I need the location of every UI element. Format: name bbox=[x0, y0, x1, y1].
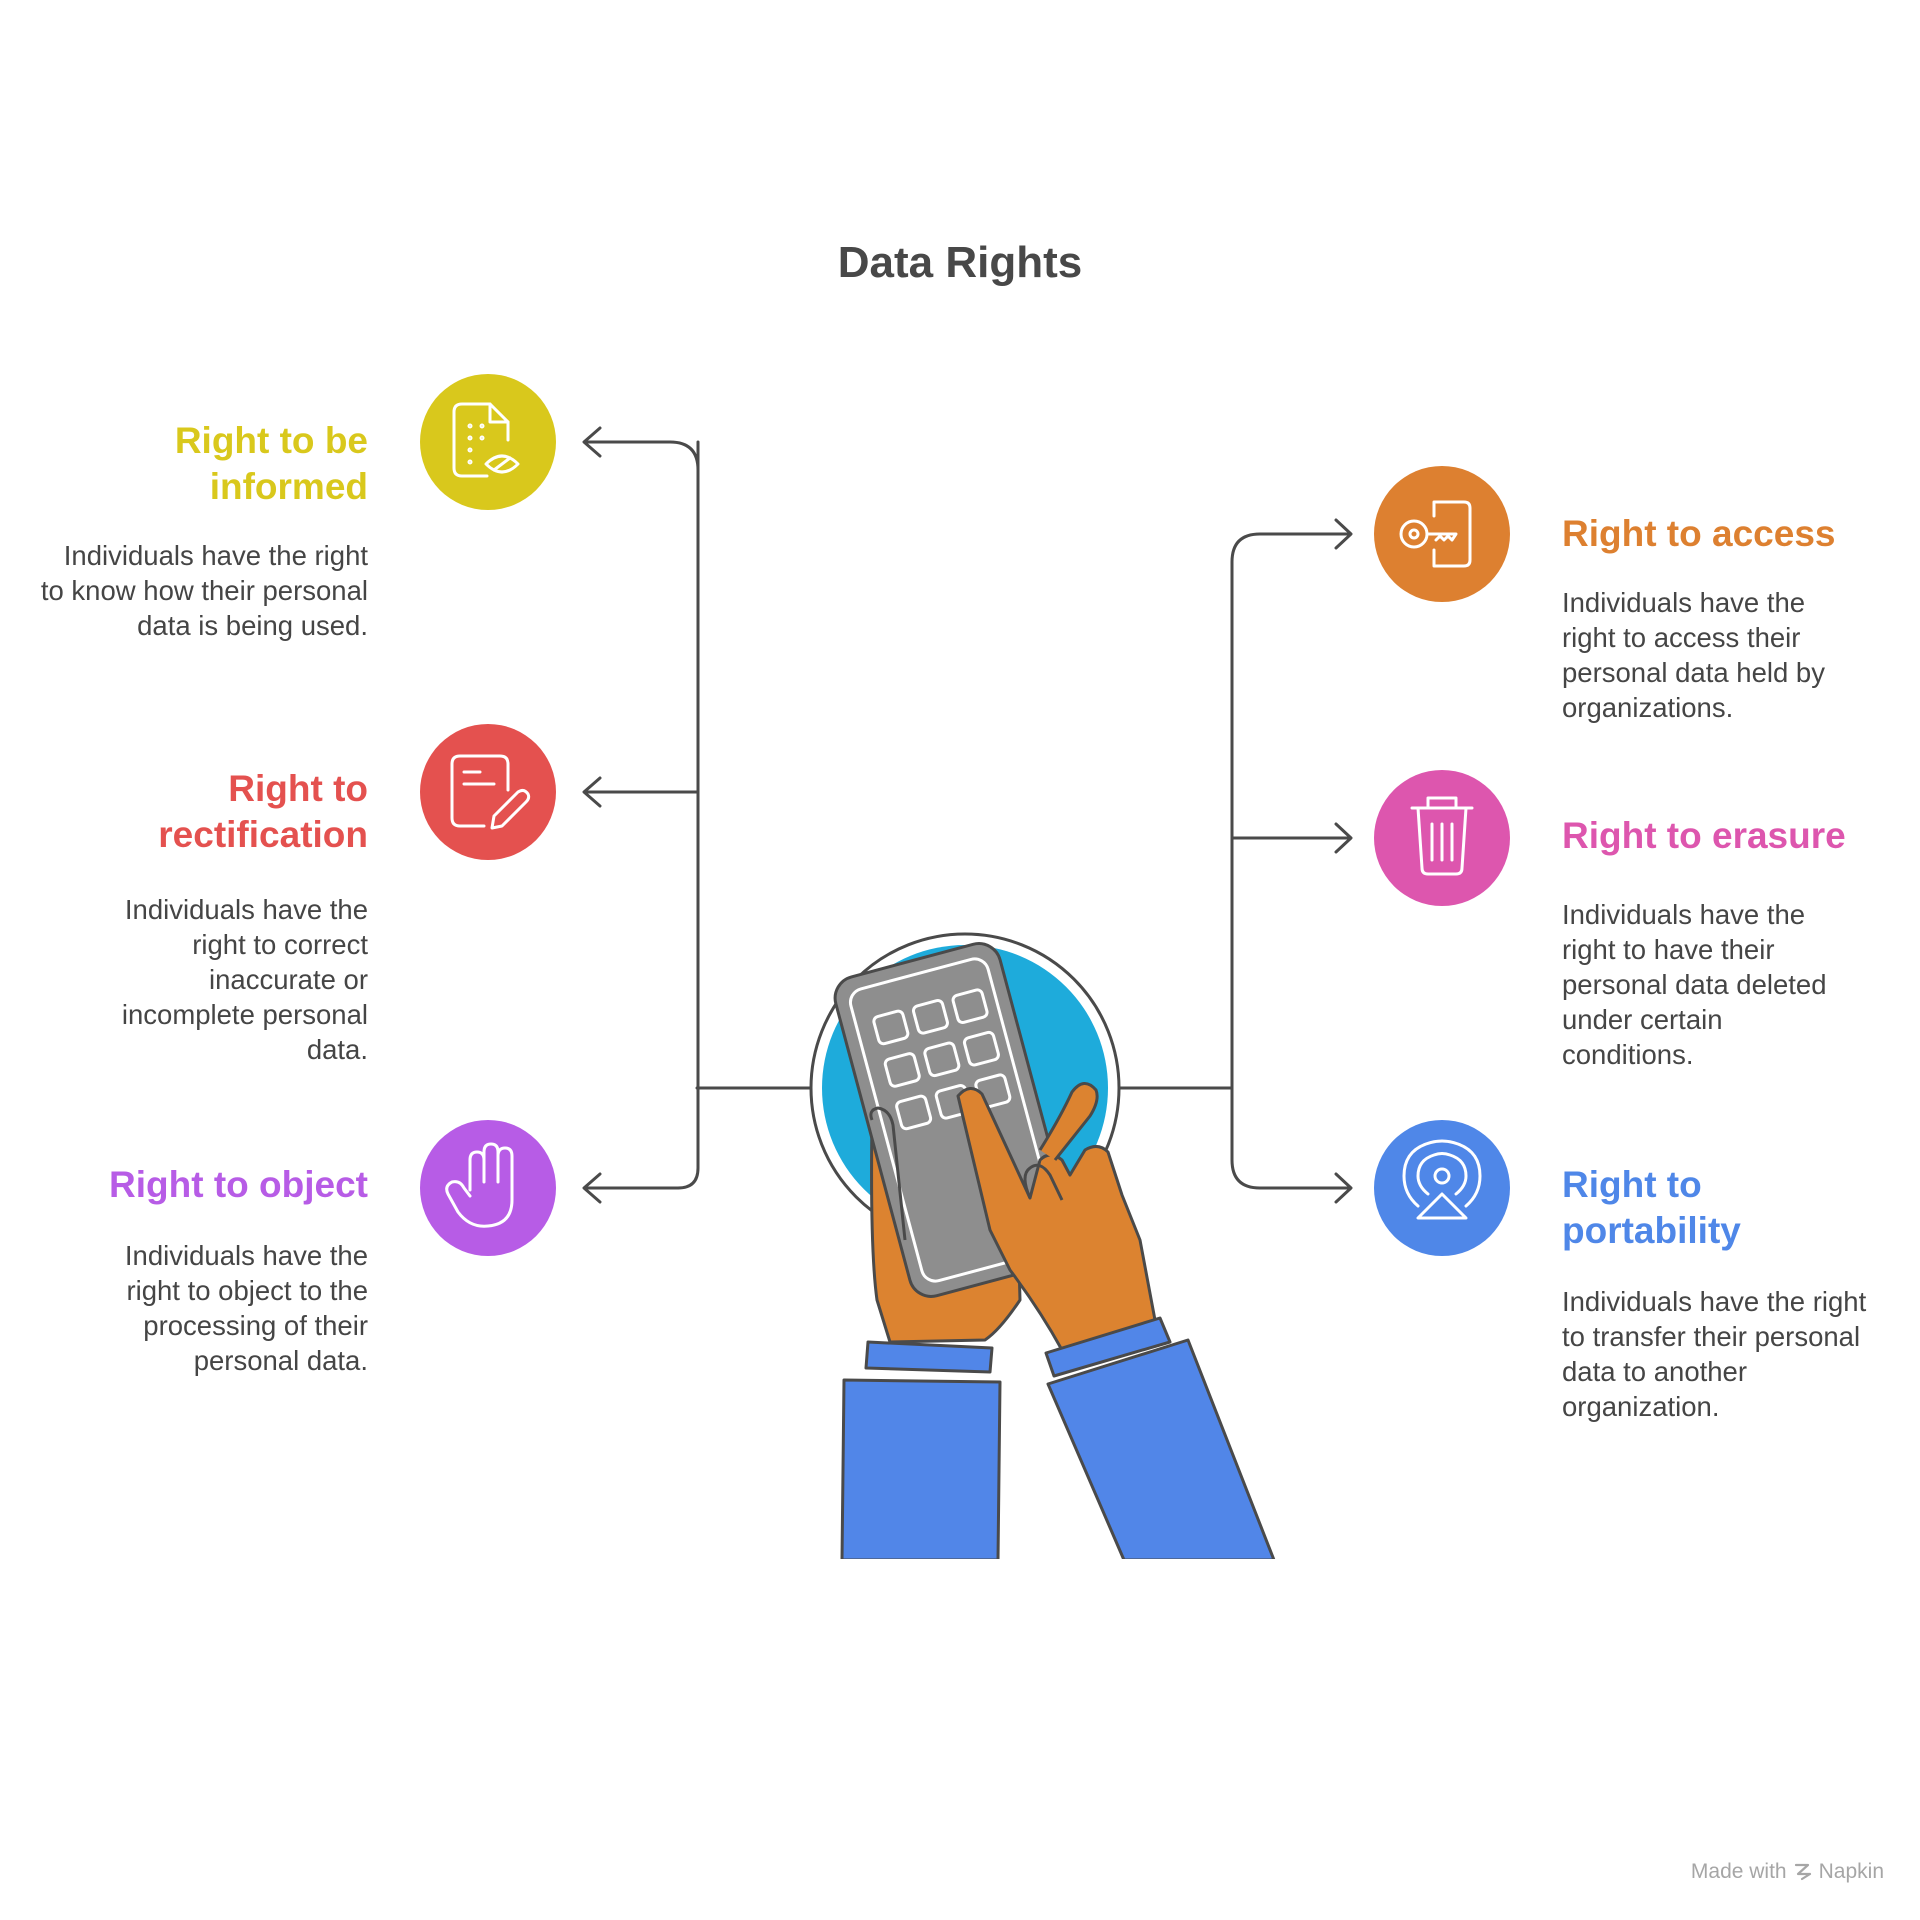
right-portability-block: Right to portability Individuals have th… bbox=[1562, 1162, 1892, 1424]
right-informed-description: Individuals have the right to know how t… bbox=[40, 540, 368, 641]
right-portability-title: Right to portability bbox=[1562, 1164, 1741, 1251]
napkin-watermark: Made with Napkin bbox=[1691, 1860, 1884, 1884]
document-eye-icon bbox=[420, 374, 556, 510]
right-sleeve bbox=[1046, 1338, 1276, 1562]
connector-lines bbox=[582, 426, 1353, 1204]
left-cuff bbox=[864, 1340, 994, 1374]
right-erasure-title: Right to erasure bbox=[1562, 815, 1846, 856]
right-object-description: Individuals have the right to object to … bbox=[124, 1240, 368, 1376]
trash-icon bbox=[1374, 770, 1510, 906]
hands-calculator-illustration bbox=[809, 932, 1285, 1565]
right-access-block: Right to access Individuals have the rig… bbox=[1562, 511, 1892, 725]
right-access-description: Individuals have the right to access the… bbox=[1562, 587, 1825, 723]
right-cuff bbox=[1044, 1316, 1172, 1378]
key-door-icon bbox=[1374, 466, 1510, 602]
napkin-logo-icon bbox=[1794, 1863, 1811, 1881]
right-erasure-description: Individuals have the right to have their… bbox=[1562, 899, 1827, 1070]
right-rectification-title: Right to rectification bbox=[158, 768, 368, 855]
hand-stop-icon bbox=[420, 1120, 556, 1256]
airplay-icon bbox=[1374, 1120, 1510, 1256]
right-informed-block: Right to be informed Individuals have th… bbox=[38, 418, 368, 643]
right-erasure-block: Right to erasure Individuals have the ri… bbox=[1562, 813, 1892, 1072]
connector-to-informed bbox=[583, 440, 700, 472]
napkin-brand-label: Napkin bbox=[1818, 1860, 1884, 1883]
right-rectification-description: Individuals have the right to correct in… bbox=[121, 894, 368, 1065]
connector-left-spine bbox=[676, 440, 700, 1190]
right-portability-description: Individuals have the right to transfer t… bbox=[1562, 1286, 1867, 1422]
document-edit-icon bbox=[420, 724, 556, 860]
right-rectification-block: Right to rectification Individuals have … bbox=[38, 766, 368, 1067]
right-access-title: Right to access bbox=[1562, 513, 1836, 554]
connector-right-spine bbox=[1230, 532, 1352, 1190]
right-object-title: Right to object bbox=[109, 1164, 368, 1205]
right-informed-title: Right to be informed bbox=[174, 420, 368, 507]
made-with-label: Made with bbox=[1690, 1860, 1787, 1883]
right-object-block: Right to object Individuals have the rig… bbox=[38, 1162, 368, 1378]
diagram-title: Data Rights bbox=[837, 238, 1083, 287]
right-hand bbox=[956, 1087, 1157, 1352]
left-sleeve bbox=[840, 1378, 1002, 1562]
